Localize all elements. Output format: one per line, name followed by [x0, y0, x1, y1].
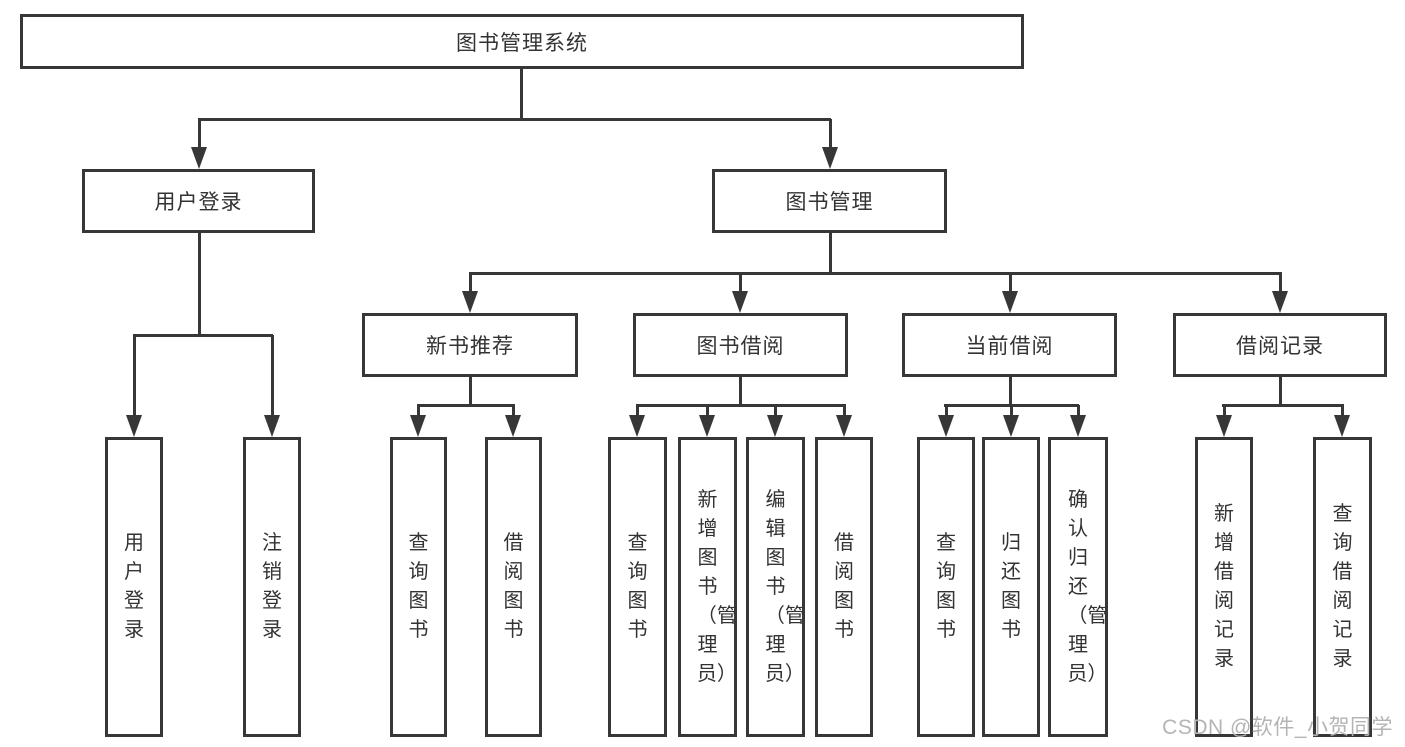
connector-drop-leaf — [1341, 405, 1344, 417]
leaf-user-login: 用户登录 — [105, 437, 163, 737]
arrow-down-icon — [462, 291, 478, 313]
leaf-edit-book-admin: 编辑图书（管理员） — [746, 437, 805, 737]
leaf-query-books-borrow: 查询图书 — [608, 437, 667, 737]
connector-drop-leaf — [271, 335, 274, 417]
connector-drop-leaf — [706, 405, 709, 417]
arrow-down-icon — [767, 415, 783, 437]
connector-book-mgmt-stub — [829, 233, 832, 273]
arrow-down-icon — [732, 291, 748, 313]
connector-group5-hline — [1222, 404, 1344, 407]
arrow-down-icon — [1216, 415, 1232, 437]
node-label: 当前借阅 — [965, 335, 1054, 358]
arrow-down-icon — [629, 415, 645, 437]
node-label: 图书管理 — [785, 191, 874, 214]
connector-drop-borrow-records — [1279, 273, 1282, 293]
leaf-label: 新增借阅记录 — [1214, 503, 1234, 670]
leaf-label: 归还图书 — [1001, 532, 1021, 641]
leaf-label: 注销登录 — [262, 532, 282, 641]
leaf-add-book-admin: 新增图书（管理员） — [678, 437, 737, 737]
connector-drop-leaf — [512, 405, 515, 417]
leaf-borrow-books: 借阅图书 — [815, 437, 873, 737]
connector-stub — [469, 377, 472, 405]
node-book-management: 图书管理 — [712, 169, 947, 233]
arrow-down-icon — [505, 415, 521, 437]
connector-level2-hline — [469, 272, 1282, 275]
connector-stub — [1279, 377, 1282, 405]
node-borrow-records: 借阅记录 — [1173, 313, 1387, 377]
arrow-down-icon — [264, 415, 280, 437]
leaf-label: 新增图书（管理员） — [696, 488, 737, 685]
connector-drop-leaf — [945, 405, 948, 417]
arrow-down-icon — [822, 147, 838, 169]
node-user-login: 用户登录 — [82, 169, 315, 233]
leaf-borrow-books-recommend: 借阅图书 — [485, 437, 542, 737]
arrow-down-icon — [1334, 415, 1350, 437]
arrow-down-icon — [191, 147, 207, 169]
connector-drop-leaf — [636, 405, 639, 417]
leaf-query-books-recommend: 查询图书 — [390, 437, 447, 737]
connector-stub — [1009, 377, 1012, 405]
connector-drop-leaf — [1010, 405, 1013, 417]
arrow-down-icon — [1272, 291, 1288, 313]
connector-drop-leaf — [1223, 405, 1226, 417]
connector-drop-leaf — [133, 335, 136, 417]
connector-level1-hline — [198, 118, 831, 121]
arrow-down-icon — [126, 415, 142, 437]
leaf-label: 借阅图书 — [503, 532, 524, 641]
connector-group1-hline — [133, 334, 273, 337]
leaf-confirm-return-admin: 确认归还（管理员） — [1048, 437, 1108, 737]
node-label: 新书推荐 — [426, 335, 514, 358]
connector-drop-user-login — [198, 119, 201, 149]
leaf-label: 查询图书 — [408, 532, 429, 641]
connector-drop-leaf — [417, 405, 420, 417]
arrow-down-icon — [1002, 291, 1018, 313]
node-label: 图书管理系统 — [456, 31, 588, 55]
node-library-system: 图书管理系统 — [20, 14, 1024, 69]
connector-group2-hline — [417, 404, 515, 407]
leaf-return-book: 归还图书 — [982, 437, 1040, 737]
leaf-label: 借阅图书 — [834, 532, 854, 641]
leaf-label: 查询借阅记录 — [1332, 503, 1353, 670]
connector-group3-hline — [636, 404, 846, 407]
connector-drop-current-borrow — [1009, 273, 1012, 293]
arrow-down-icon — [836, 415, 852, 437]
node-label: 借阅记录 — [1236, 335, 1324, 358]
arrow-down-icon — [938, 415, 954, 437]
node-label: 用户登录 — [154, 191, 243, 214]
leaf-add-borrow-record: 新增借阅记录 — [1195, 437, 1253, 737]
connector-drop-leaf — [774, 405, 777, 417]
arrow-down-icon — [1070, 415, 1086, 437]
arrow-down-icon — [410, 415, 426, 437]
connector-drop-book-mgmt — [829, 119, 832, 149]
connector-drop-leaf — [1077, 405, 1080, 417]
connector-drop-leaf — [843, 405, 846, 417]
node-current-borrow: 当前借阅 — [902, 313, 1117, 377]
csdn-watermark: CSDN @软件_小贺同学 — [1162, 716, 1393, 739]
leaf-query-borrow-record: 查询借阅记录 — [1313, 437, 1372, 737]
node-book-borrow: 图书借阅 — [633, 313, 848, 377]
leaf-label: 查询图书 — [627, 532, 648, 641]
arrow-down-icon — [699, 415, 715, 437]
connector-stub — [739, 377, 742, 405]
connector-drop-book-borrow — [739, 273, 742, 293]
node-label: 图书借阅 — [696, 335, 785, 358]
leaf-label: 查询图书 — [936, 532, 956, 641]
connector-root-stub — [520, 69, 523, 119]
arrow-down-icon — [1003, 415, 1019, 437]
leaf-label: 编辑图书（管理员） — [764, 488, 805, 685]
connector-user-login-stub — [198, 233, 201, 335]
leaf-query-books-current: 查询图书 — [917, 437, 975, 737]
leaf-logout: 注销登录 — [243, 437, 301, 737]
connector-drop-new-book — [469, 273, 472, 293]
leaf-label: 确认归还（管理员） — [1067, 488, 1108, 685]
node-new-book-recommend: 新书推荐 — [362, 313, 578, 377]
leaf-label: 用户登录 — [124, 532, 144, 641]
